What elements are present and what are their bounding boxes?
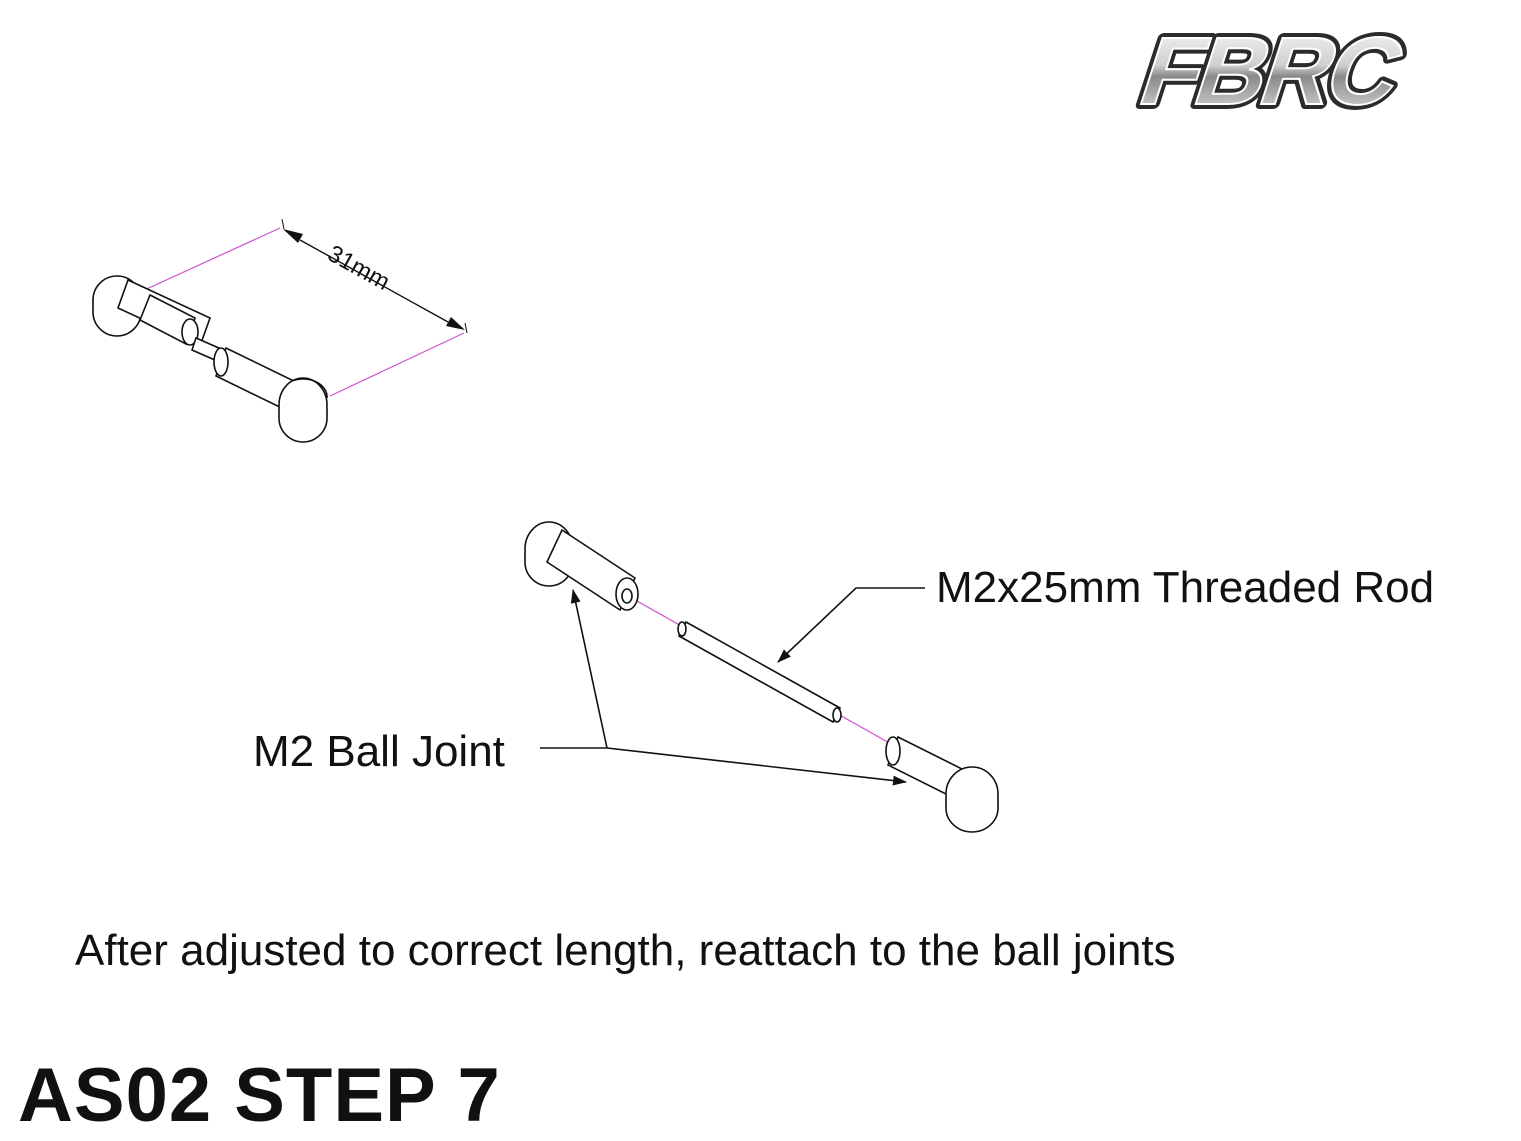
threaded-rod-callout: M2x25mm Threaded Rod bbox=[936, 563, 1435, 612]
ball-joint-leader-lines bbox=[540, 589, 907, 786]
assembled-linkage-drawing bbox=[92, 218, 468, 443]
threaded-rod-part bbox=[677, 620, 842, 724]
instruction-text: After adjusted to correct length, reatta… bbox=[75, 926, 1176, 975]
step-title: AS02 STEP 7 bbox=[18, 1053, 501, 1138]
exploded-linkage-drawing bbox=[524, 521, 999, 833]
lower-ball-joint-part bbox=[885, 735, 999, 833]
upper-ball-joint-part bbox=[524, 521, 639, 612]
rod-leader-line bbox=[777, 587, 925, 663]
ball-joint-callout: M2 Ball Joint bbox=[253, 727, 505, 776]
svg-text:FBRC: FBRC bbox=[1128, 17, 1415, 124]
svg-text:FBRC: FBRC bbox=[1128, 17, 1415, 124]
fbrc-logo: FBRC FBRC bbox=[1123, 12, 1420, 129]
